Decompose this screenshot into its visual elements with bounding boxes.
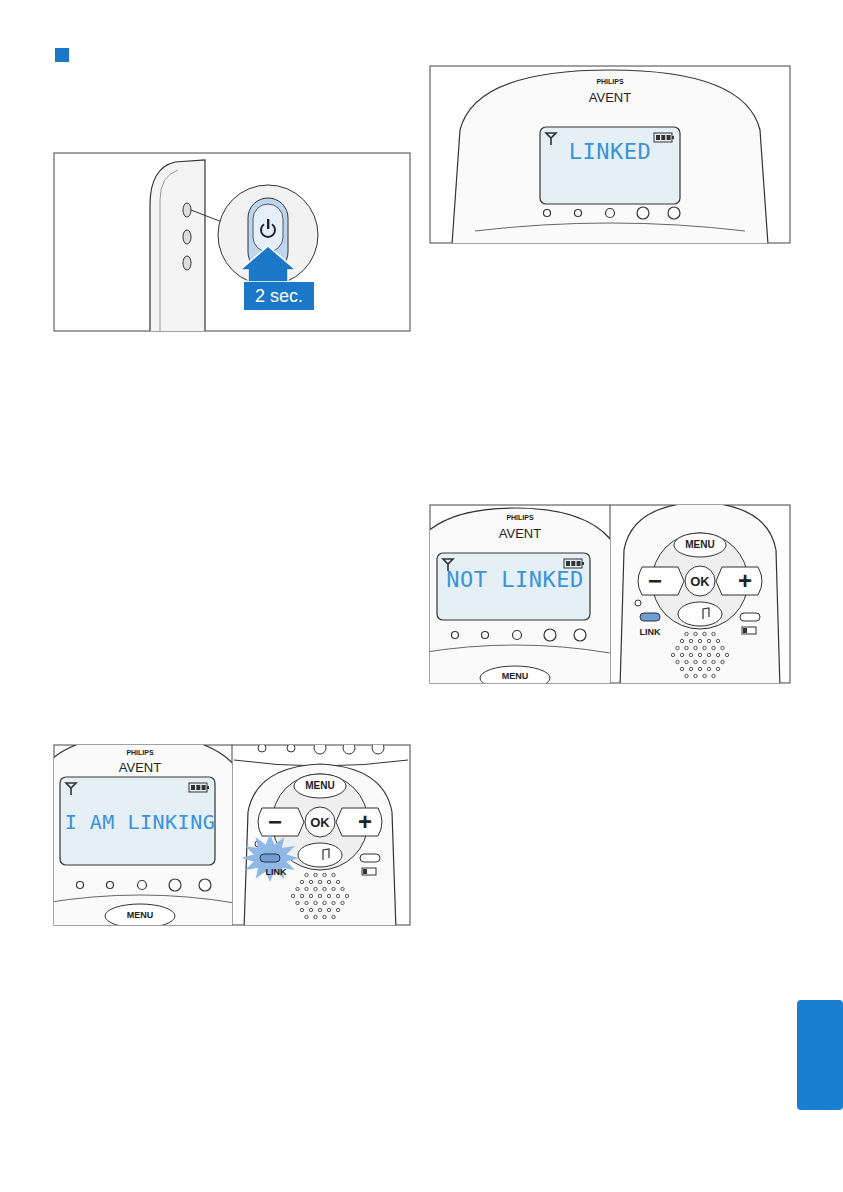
- button-label: MENU: [685, 540, 714, 550]
- side-view: [150, 160, 318, 331]
- brand-logo: AVENT: [499, 527, 541, 540]
- button-label: +: [358, 810, 372, 834]
- bullet: [55, 48, 69, 62]
- parent-unit-not-linked: [430, 508, 610, 683]
- button-label: MENU: [127, 911, 154, 920]
- brand-name: PHILIPS: [506, 514, 533, 521]
- brand-name: PHILIPS: [126, 749, 153, 756]
- button-label: OK: [690, 575, 710, 588]
- duration-label: 2 sec.: [255, 287, 303, 305]
- display-text: LINKED: [569, 141, 651, 163]
- brand-logo: AVENT: [119, 761, 161, 774]
- baby-unit-panel: [234, 745, 408, 925]
- section-tab: [797, 1000, 843, 1110]
- button-label: LINK: [640, 628, 661, 637]
- button-label: OK: [310, 816, 330, 829]
- figure-frame: [54, 153, 410, 331]
- display-text: NOT LINKED: [446, 569, 583, 591]
- button-label: −: [268, 810, 282, 834]
- brand-logo: AVENT: [589, 91, 631, 104]
- parent-unit-linking: [54, 745, 232, 925]
- button-label: MENU: [502, 672, 529, 681]
- brand-name: PHILIPS: [596, 78, 623, 85]
- baby-unit-panel: [620, 505, 780, 683]
- display-text: I AM LINKING: [65, 812, 216, 832]
- button-label: +: [738, 569, 752, 593]
- button-label: LINK: [266, 868, 287, 877]
- parent-unit-linked: [450, 70, 770, 243]
- button-label: −: [648, 569, 662, 593]
- button-label: MENU: [305, 781, 334, 791]
